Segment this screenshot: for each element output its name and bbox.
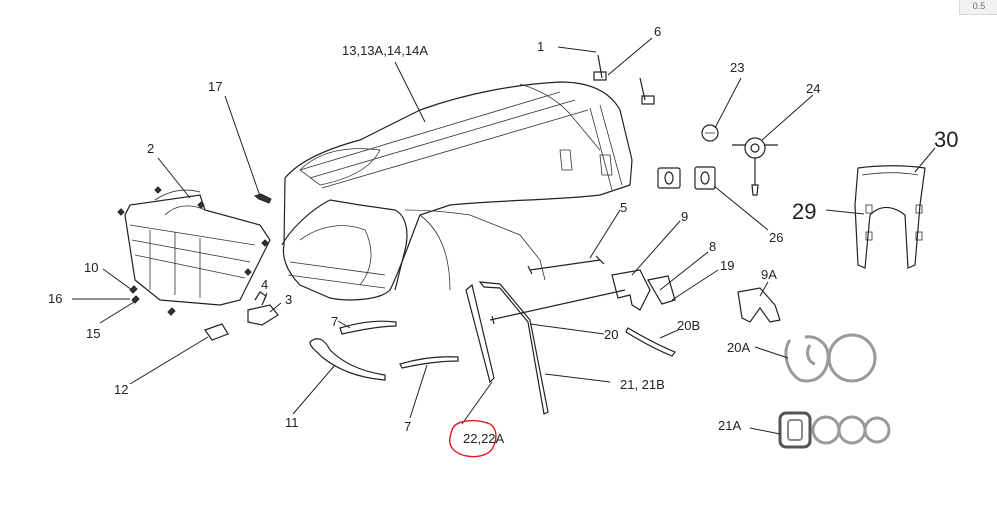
callout-9a: 9A [761, 267, 777, 282]
callout-9: 9 [681, 209, 688, 224]
cap-valve-parts [701, 124, 778, 196]
callout-30: 30 [934, 127, 958, 152]
callout-19: 19 [720, 258, 734, 273]
callout-13: 13,13A,14,14A [342, 43, 428, 58]
callout-24: 24 [806, 81, 820, 96]
hinge-9a-part [737, 287, 781, 323]
callout-4: 4 [261, 277, 268, 292]
callout-7-lower: 7 [404, 419, 411, 434]
left-fender-part [117, 186, 271, 316]
part-12 [204, 323, 229, 341]
callout-20: 20 [604, 327, 618, 342]
highlight-circle [449, 419, 497, 458]
callout-2: 2 [147, 141, 154, 156]
callout-17: 17 [208, 79, 222, 94]
gas-strut-part [527, 255, 605, 275]
seal-7-lower [399, 356, 459, 369]
profile-20a [784, 333, 877, 383]
callout-16: 16 [48, 291, 62, 306]
door-frame-21 [478, 281, 549, 415]
callout-21: 21, 21B [620, 377, 665, 392]
hinge-8-9-part [611, 269, 676, 311]
frame-part [854, 165, 926, 269]
callout-21a: 21A [718, 418, 741, 433]
callout-23: 23 [730, 60, 744, 75]
cab-body-part [281, 81, 633, 301]
callout-7-upper: 7 [331, 314, 338, 329]
leader-lines [72, 37, 936, 435]
callout-5: 5 [620, 200, 627, 215]
callout-8: 8 [709, 239, 716, 254]
seal-11 [309, 338, 386, 381]
callout-11: 11 [285, 415, 299, 430]
callout-15: 15 [86, 326, 100, 341]
rod-part [489, 289, 626, 325]
seal-7-upper [339, 320, 397, 335]
callout-10: 10 [84, 260, 98, 275]
door-seal-22 [465, 283, 495, 384]
callout-1: 1 [537, 39, 544, 54]
clip-parts [657, 166, 716, 190]
callout-20b: 20B [677, 318, 700, 333]
callout-labels: 1 2 3 4 5 6 7 7 8 9 9A 10 11 12 13,13A,1… [48, 24, 958, 446]
callout-22: 22,22A [463, 431, 505, 446]
part-17 [253, 193, 272, 204]
callout-12: 12 [114, 382, 128, 397]
callout-3: 3 [285, 292, 292, 307]
callout-6: 6 [654, 24, 661, 39]
callout-20a: 20A [727, 340, 750, 355]
seal-20b [625, 327, 676, 357]
profile-21a [778, 411, 891, 449]
callout-26: 26 [769, 230, 783, 245]
part-3-4 [247, 291, 279, 326]
bolt-parts [593, 54, 655, 105]
callout-29: 29 [792, 199, 816, 224]
corner-button[interactable]: 0.5 [959, 0, 997, 15]
